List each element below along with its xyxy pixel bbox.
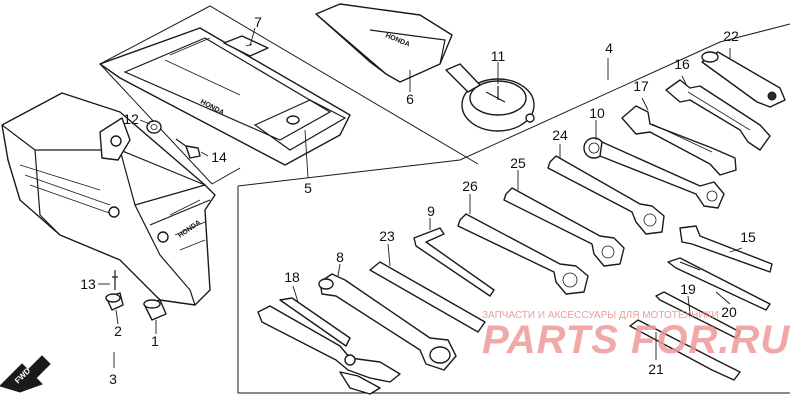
label-9[interactable]: 9	[427, 203, 435, 219]
socket-wrench[interactable]	[318, 273, 457, 371]
watermark-tagline: ЗАПЧАСТИ И АКСЕССУАРЫ ДЛЯ МОТОТЕХНИКИ	[482, 310, 719, 321]
label-8[interactable]: 8	[336, 249, 344, 265]
label-5[interactable]: 5	[304, 180, 312, 196]
label-23[interactable]: 23	[379, 228, 395, 244]
fwd-arrow-icon: FWD	[0, 355, 51, 393]
tool-roll[interactable]: HONDA	[315, 3, 453, 83]
box-wrench-25[interactable]	[503, 187, 625, 267]
part-labels: 7 6 5 11 4 10 17 16 22 24 25 26 9 23 8 1…	[80, 14, 756, 387]
label-25[interactable]: 25	[510, 155, 526, 171]
screw[interactable]	[112, 270, 118, 290]
tool-bag[interactable]: HONDA	[99, 27, 351, 166]
tire-gauge[interactable]	[445, 63, 535, 132]
watermark-logo: PARTS FOR.RU	[482, 318, 790, 362]
screwdriver-shaft[interactable]	[667, 257, 771, 311]
label-16[interactable]: 16	[674, 56, 690, 72]
handle-bar[interactable]	[369, 261, 486, 333]
label-24[interactable]: 24	[552, 127, 568, 143]
box-wrench-26[interactable]	[457, 213, 589, 295]
watermark: ЗАПЧАСТИ И АКСЕССУАРЫ ДЛЯ МОТОТЕХНИКИ PA…	[482, 310, 790, 362]
label-1[interactable]: 1	[151, 333, 159, 349]
screwdriver[interactable]	[655, 291, 741, 339]
label-13[interactable]: 13	[80, 276, 96, 292]
tool-box[interactable]: HONDA	[1, 92, 216, 306]
leader-lines	[98, 27, 743, 368]
label-6[interactable]: 6	[406, 91, 414, 107]
label-18[interactable]: 18	[284, 269, 300, 285]
wrench-17[interactable]	[621, 105, 737, 176]
label-21[interactable]: 21	[648, 361, 664, 377]
label-3[interactable]: 3	[109, 371, 117, 387]
label-14[interactable]: 14	[211, 149, 227, 165]
bolt[interactable]	[175, 138, 201, 159]
label-26[interactable]: 26	[462, 178, 478, 194]
label-4[interactable]: 4	[605, 40, 613, 56]
label-22[interactable]: 22	[723, 28, 739, 44]
label-19[interactable]: 19	[680, 281, 696, 297]
label-20[interactable]: 20	[721, 304, 737, 320]
collar[interactable]	[143, 299, 167, 321]
label-tag[interactable]	[223, 35, 269, 57]
box-wrench-24[interactable]	[547, 155, 665, 235]
wrench-16[interactable]	[665, 79, 771, 151]
hex-key[interactable]	[413, 227, 495, 297]
wrench-10[interactable]	[583, 137, 725, 209]
label-12[interactable]: 12	[123, 111, 139, 127]
flat-wrench-15[interactable]	[679, 225, 773, 273]
label-17[interactable]: 17	[633, 78, 649, 94]
label-11[interactable]: 11	[491, 48, 506, 64]
label-2[interactable]: 2	[114, 323, 122, 339]
label-10[interactable]: 10	[589, 105, 605, 121]
screwdriver-21[interactable]	[629, 319, 741, 381]
washer[interactable]	[146, 120, 162, 134]
pliers[interactable]	[257, 297, 401, 395]
label-15[interactable]: 15	[740, 229, 756, 245]
screwdriver-grip[interactable]	[701, 51, 786, 108]
grommet[interactable]	[105, 292, 124, 311]
label-7[interactable]: 7	[254, 14, 262, 30]
